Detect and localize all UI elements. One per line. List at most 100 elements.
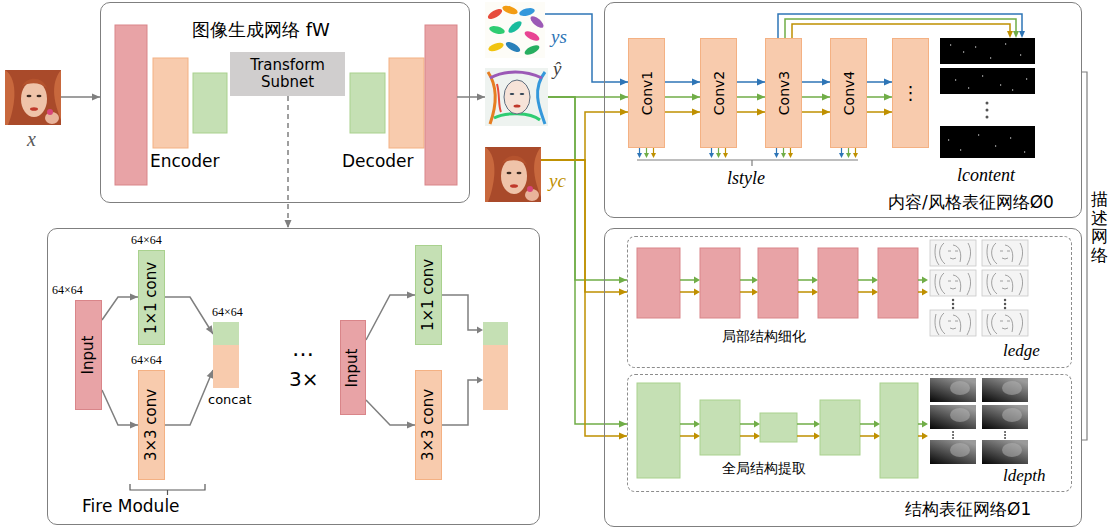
conv-block: 64×641×1 conv: [138, 250, 165, 345]
connector: [165, 370, 213, 425]
ellipsis: …: [292, 336, 314, 361]
conv-label: Conv2: [710, 71, 726, 115]
connector-line: [102, 297, 138, 320]
arrowhead: [694, 277, 928, 284]
panel-title: 结构表征网络Ø1: [905, 500, 1031, 520]
edge-layer: [758, 248, 798, 318]
arrowhead: [92, 94, 100, 101]
connector-line: [548, 97, 627, 280]
conv-block: Conv4: [830, 38, 867, 148]
arrowhead: [884, 109, 892, 116]
ellipsis-dot: [986, 102, 989, 105]
conv-block: 3×3 conv: [415, 370, 442, 480]
arrowhead: [694, 289, 928, 296]
paint-stroke: [494, 114, 540, 120]
connector: [737, 79, 765, 116]
style-tap: [647, 148, 849, 153]
connector: [61, 94, 100, 101]
paint-stroke: [538, 72, 545, 124]
encoder-label: Encoder: [150, 152, 220, 172]
layer-wire: [680, 279, 922, 281]
bracket: [130, 484, 205, 495]
feather: [523, 43, 540, 56]
connector: [548, 97, 627, 428]
connector: [548, 97, 627, 284]
edge-map: [930, 310, 976, 336]
side-label: 描述网络: [1091, 190, 1108, 265]
edge-map: [982, 270, 1028, 296]
edge-layer: [700, 248, 740, 318]
arrowhead: [651, 153, 858, 158]
block-label: Input: [80, 336, 97, 375]
concat-block: [483, 345, 508, 410]
connector: [102, 294, 138, 321]
group-label: 全局结构提取: [722, 460, 806, 476]
feather: [529, 14, 546, 30]
eye: [510, 93, 515, 95]
decoder-layer: [389, 58, 424, 148]
paint-stroke: [490, 72, 542, 78]
generator-panel: 图像生成网络 fWEncoderDecoderTransform Subnet: [100, 2, 470, 203]
content-image: yc: [485, 147, 541, 202]
decoder-label: Decoder: [342, 152, 414, 172]
loss-label: lcontent: [957, 165, 1015, 186]
arrowhead: [620, 109, 628, 116]
arrowhead: [1007, 31, 1013, 38]
arrowhead: [206, 325, 213, 334]
size-label: 64×64: [212, 306, 243, 320]
input-block: Input: [340, 320, 366, 415]
style-tap: [640, 148, 842, 153]
connector-line: [541, 160, 627, 436]
arrowhead: [285, 220, 292, 228]
arrowhead: [757, 94, 765, 101]
depth-map: [930, 378, 976, 402]
size-label: 64×64: [52, 284, 83, 298]
layer-wire: [680, 435, 922, 437]
arrowhead: [757, 109, 765, 116]
block-label: 1×1 conv: [143, 261, 160, 333]
layer-wire: [680, 423, 922, 425]
layer-wire: [680, 291, 922, 293]
arrowhead: [619, 433, 627, 440]
paint-stroke: [497, 84, 501, 112]
arrowhead: [619, 289, 627, 296]
size-label: 64×64: [131, 234, 162, 248]
arrowhead: [822, 94, 830, 101]
edge-map: [982, 240, 1028, 266]
arrowhead: [130, 422, 138, 429]
connector: [541, 109, 628, 161]
loss-label: lstyle: [727, 168, 765, 189]
feature-map: [940, 68, 1035, 94]
fire-panel: …3×Fire Module64×64Input64×641×1 conv64×…: [47, 228, 540, 525]
edge-layer: [818, 248, 858, 318]
style-tap: [654, 148, 856, 153]
conv-block: 64×643×3 conv: [138, 370, 165, 480]
depth-map: [982, 405, 1028, 429]
transform-subnet-box: Transform Subnet: [230, 52, 345, 96]
connector-line: [287, 96, 289, 228]
encoder-layer: [153, 58, 188, 148]
feather: [523, 29, 540, 42]
stylized-image: [485, 68, 548, 126]
decoder-layer: [350, 73, 385, 133]
size-label: 64×64: [131, 354, 162, 368]
arrowhead: [407, 292, 415, 299]
decoder-layer: [425, 25, 457, 185]
arrowhead: [637, 153, 844, 158]
input-block: 64×64Input: [75, 300, 102, 410]
edge-map: [930, 270, 976, 296]
local-structure-group: 局部结构细化ledge: [627, 236, 1072, 368]
structure-panel: 结构表征网络Ø1局部结构细化ledge全局结构提取ldepth: [604, 228, 1082, 527]
feather: [501, 4, 518, 16]
depth-layer: [820, 400, 860, 455]
output-wire: [457, 96, 470, 98]
conv-block: Conv2: [700, 38, 737, 148]
arrowhead: [694, 421, 928, 428]
arrowhead: [477, 94, 485, 101]
connector: [665, 79, 700, 116]
feature-speckle: [948, 44, 1027, 152]
panel-title: 内容/风格表征网络Ø0: [888, 193, 1054, 213]
depth-layer: [760, 413, 797, 442]
arrowhead: [884, 79, 892, 86]
